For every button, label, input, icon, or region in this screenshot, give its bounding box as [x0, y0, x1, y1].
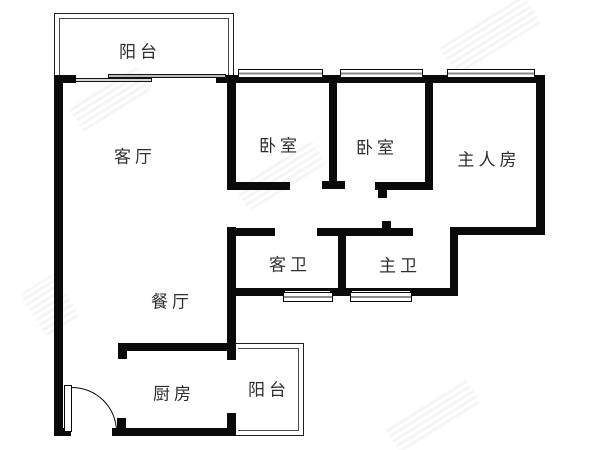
watermark — [19, 273, 81, 337]
sliding-door-rail — [108, 74, 226, 78]
wall — [227, 75, 236, 190]
wall — [375, 182, 433, 190]
balcony-bottom-outline-outer — [233, 343, 304, 436]
wall — [54, 75, 63, 436]
wall — [118, 343, 236, 351]
watermark — [384, 377, 481, 450]
room-label-dining: 餐厅 — [151, 292, 193, 312]
entry-door-arc — [72, 387, 117, 432]
wall — [322, 181, 345, 189]
window — [283, 292, 333, 302]
wall — [317, 228, 413, 236]
wall — [450, 227, 545, 235]
room-label-living: 客厅 — [114, 147, 156, 167]
room-label-balcony-top: 阳台 — [119, 42, 161, 62]
room-label-kitchen: 厨房 — [153, 384, 195, 404]
wall — [410, 288, 458, 296]
window — [447, 69, 535, 78]
wall — [227, 288, 285, 296]
wall — [227, 227, 236, 360]
wall — [54, 75, 76, 83]
wall — [382, 221, 391, 229]
room-label-guest-bath: 客卫 — [269, 255, 311, 275]
wall — [227, 228, 275, 236]
room-label-bedroom-mid: 卧室 — [356, 138, 398, 158]
wall — [216, 75, 545, 83]
room-label-balcony-bottom: 阳台 — [248, 380, 290, 400]
wall — [338, 228, 346, 295]
room-label-master-bath: 主卫 — [379, 256, 421, 276]
wall — [227, 182, 290, 190]
wall — [536, 75, 545, 235]
room-label-bedroom-left: 卧室 — [259, 136, 301, 156]
balcony-top-outline-inner — [59, 18, 229, 78]
sliding-door-rail — [75, 78, 152, 82]
wall — [54, 428, 71, 436]
balcony-top-outline-outer — [54, 13, 234, 78]
wall — [378, 190, 387, 198]
wall — [329, 75, 337, 183]
wall — [450, 227, 458, 295]
window — [350, 292, 412, 302]
entry-door-leaf — [64, 385, 72, 432]
window — [238, 69, 323, 78]
window — [340, 69, 423, 78]
wall — [118, 343, 127, 359]
room-label-master-bedroom: 主人房 — [457, 150, 521, 170]
watermark — [438, 0, 542, 76]
wall — [227, 413, 236, 428]
wall — [425, 75, 433, 190]
balcony-bottom-outline-inner — [238, 348, 299, 431]
wall — [117, 418, 126, 428]
wall — [112, 428, 236, 436]
